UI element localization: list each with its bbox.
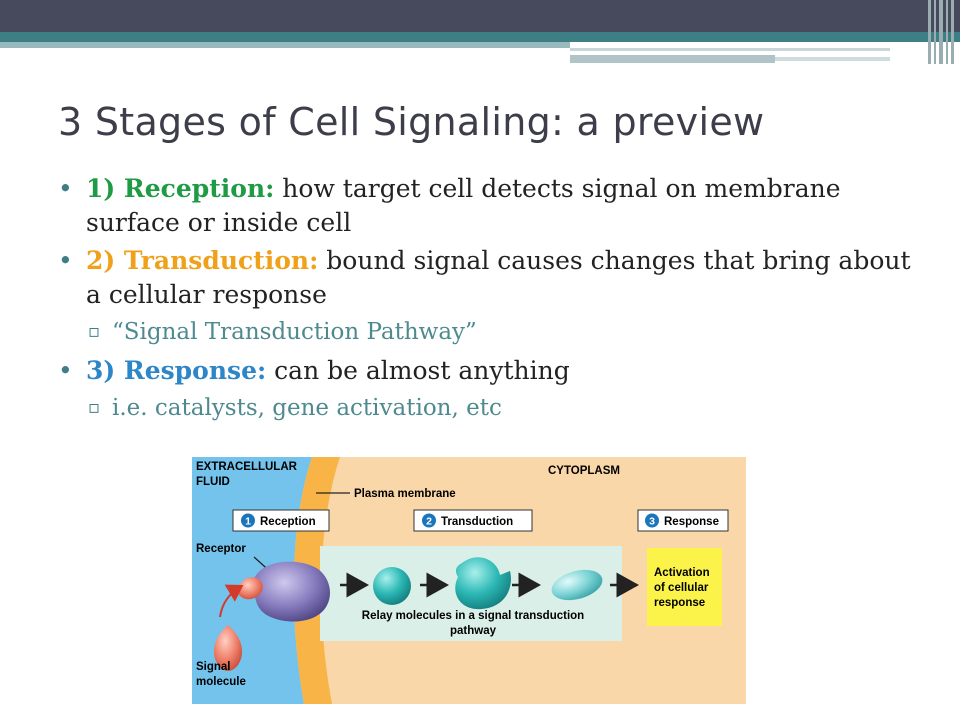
stage-number-2: 2 <box>426 516 432 528</box>
stage-label-response: Response <box>664 516 719 528</box>
activation-label-2: of cellular <box>654 582 709 594</box>
header-rule-3 <box>775 57 890 61</box>
relay-molecule-3 <box>551 569 603 601</box>
stage-reception-box: 1 Reception <box>232 509 330 532</box>
bullet-label: 2) Transduction: <box>86 246 319 275</box>
bullet-label: 1) Reception: <box>86 174 275 203</box>
stage-label-transduction: Transduction <box>441 516 513 528</box>
plasma-membrane-label: Plasma membrane <box>354 488 456 500</box>
activation-label: Activation <box>654 567 710 579</box>
activation-label-3: response <box>654 597 705 609</box>
bullet-label: 3) Response: <box>86 356 267 385</box>
sub-bullet-marker: ▫ <box>88 397 101 418</box>
bound-signal <box>238 577 263 600</box>
bullet-text: bound signal causes changes that bring a… <box>86 246 911 309</box>
stage-number-3: 3 <box>649 516 655 528</box>
bullet-dot: • <box>58 174 73 203</box>
relay-label-2: pathway <box>450 625 497 637</box>
cell-signaling-diagram: EXTRACELLULAR FLUID CYTOPLASM Plasma mem… <box>192 457 746 704</box>
bullet-text: how target cell detects signal on membra… <box>86 174 841 237</box>
receptor-protein <box>254 561 330 622</box>
bullet-response: • 3) Response: can be almost anything <box>58 354 918 388</box>
signal-binding-arrow <box>219 584 244 618</box>
signal-label-2: molecule <box>196 676 246 688</box>
sub-bullet-pathway: ▫ “Signal Transduction Pathway” <box>58 316 918 348</box>
bullet-transduction: • 2) Transduction: bound signal causes c… <box>58 244 918 312</box>
stage-number-1: 1 <box>245 516 251 528</box>
relay-molecule-1 <box>373 567 411 605</box>
cytoplasm-label: CYTOPLASM <box>548 465 620 477</box>
header-band-teal <box>0 32 960 42</box>
relay-label: Relay molecules in a signal transduction <box>362 610 584 622</box>
bullet-dot: • <box>58 246 73 275</box>
receptor-label: Receptor <box>196 543 246 555</box>
slide-title: 3 Stages of Cell Signaling: a preview <box>58 100 765 144</box>
header-rule-2 <box>570 55 775 63</box>
stage-transduction-box: 2 Transduction <box>413 509 533 532</box>
bullet-dot: • <box>58 356 73 385</box>
header-stripes <box>924 0 960 64</box>
signal-label: Signal <box>196 661 231 673</box>
activation-box <box>647 548 722 626</box>
stage-response-box: 3 Response <box>637 509 729 532</box>
sub-bullet-text: i.e. catalysts, gene activation, etc <box>112 395 502 421</box>
sub-bullet-text: “Signal Transduction Pathway” <box>112 319 477 345</box>
relay-molecule-2 <box>455 557 511 610</box>
sub-bullet-examples: ▫ i.e. catalysts, gene activation, etc <box>58 392 918 424</box>
signal-molecule <box>213 625 243 671</box>
bullet-text: can be almost anything <box>266 356 570 385</box>
bullet-reception: • 1) Reception: how target cell detects … <box>58 172 918 240</box>
sub-bullet-marker: ▫ <box>88 321 101 342</box>
extracellular-label-2: FLUID <box>196 476 230 488</box>
header-rule <box>570 48 890 51</box>
bullet-list: • 1) Reception: how target cell detects … <box>58 172 918 430</box>
header-band-dark <box>0 0 960 32</box>
extracellular-label: EXTRACELLULAR <box>196 461 298 473</box>
stage-label-reception: Reception <box>260 516 316 528</box>
header-band-light <box>0 42 570 48</box>
